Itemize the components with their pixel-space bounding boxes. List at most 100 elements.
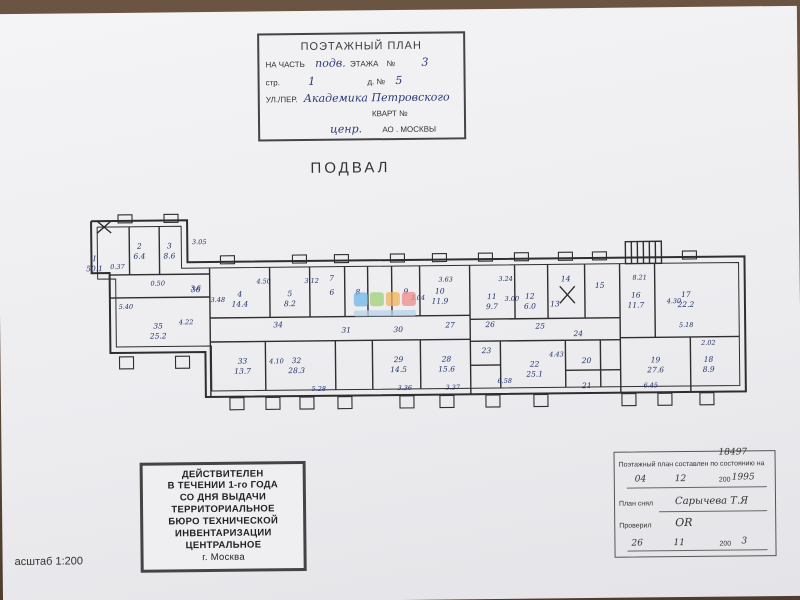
- window-symbol: [299, 396, 315, 410]
- dimension-label: 5.40: [119, 303, 134, 311]
- header-row-quarter: КВАРТ №: [372, 109, 408, 118]
- room-number: 24: [572, 329, 583, 338]
- window-symbol: [163, 213, 179, 224]
- room-number: 14: [561, 274, 571, 283]
- building-label: стр.: [265, 78, 281, 88]
- dimension-label: 4.10: [268, 357, 284, 365]
- room-area: 22.2: [677, 300, 695, 309]
- room-area: 25.2: [149, 331, 167, 340]
- underline: [626, 486, 767, 489]
- street-label: УЛ./ПЕР.: [265, 95, 298, 105]
- window-symbol: [117, 214, 133, 224]
- window-symbol: [657, 392, 673, 406]
- underline: [627, 549, 768, 552]
- window-symbol: [557, 251, 574, 261]
- house-label: д. №: [367, 77, 386, 87]
- room-area: 14.5: [390, 365, 407, 374]
- part-value: подв.: [315, 56, 346, 70]
- window-symbol: [333, 253, 350, 264]
- surveyed-by-label: План снял: [619, 500, 654, 508]
- dimension-label: 3.6: [191, 284, 201, 292]
- room-area: 9.7: [486, 302, 498, 311]
- room-area: 14.4: [232, 300, 249, 309]
- room-number: 5: [287, 289, 292, 298]
- room-number: 17: [681, 290, 691, 299]
- dimension-label: 3.12: [304, 277, 319, 285]
- paper-sheet: ПОЭТАЖНЫЙ ПЛАН НА ЧАСТЬ подв. ЭТАЖА № 3 …: [0, 5, 800, 600]
- room-number: 6: [329, 288, 334, 297]
- window-symbol: [621, 392, 637, 407]
- window-symbol: [265, 396, 281, 410]
- district-value: ценр.: [330, 122, 363, 136]
- window-symbol: [699, 392, 715, 406]
- room-number: 20: [581, 356, 592, 365]
- dimension-label: 5.28: [312, 385, 327, 393]
- district-label: АО . МОСКВЫ: [382, 124, 437, 135]
- room-area: 15.6: [438, 364, 455, 373]
- floor-title: ПОДВАЛ: [310, 159, 391, 177]
- dimension-label: 5.18: [679, 321, 694, 329]
- checked-label: Проверил: [619, 522, 652, 530]
- window-symbol: [174, 355, 191, 369]
- room-area: 11.7: [628, 300, 645, 309]
- floor-num-label: №: [386, 59, 396, 69]
- room-number: 32: [292, 356, 302, 365]
- room-area: 13.7: [234, 367, 251, 376]
- made-day: 04: [634, 474, 647, 485]
- room-number: 7: [329, 274, 334, 283]
- window-symbol: [485, 394, 501, 408]
- window-symbol: [513, 252, 530, 262]
- scale-label: асштаб 1:200: [14, 555, 84, 569]
- building-value: 1: [308, 74, 316, 88]
- dimension-label: 8.21: [632, 273, 647, 281]
- stamp-line: ИНВЕНТАРИЗАЦИИ: [174, 527, 272, 540]
- made-label: Поэтажный план составлен по состоянию на: [618, 460, 765, 469]
- dimension-label: 4.43: [548, 350, 564, 358]
- room-number: 19: [651, 355, 661, 364]
- part-label: НА ЧАСТЬ: [265, 59, 305, 70]
- dimension-label: 4.22: [178, 318, 194, 326]
- header-row-building: стр. 1 д. № 5: [266, 74, 403, 88]
- street-value: Академика Петровского: [303, 90, 450, 105]
- window-symbol: [399, 395, 415, 409]
- window-symbol: [477, 252, 494, 262]
- stamp-line: БЮРО ТЕХНИЧЕСКОЙ: [168, 515, 279, 528]
- room-area: 25.1: [525, 370, 543, 379]
- checked-signature: OR: [675, 515, 693, 530]
- stamp-line: ЦЕНТРАЛЬНОЕ: [185, 539, 262, 552]
- room-area: 8.2: [284, 299, 296, 308]
- stamp-line: В ТЕЧЕНИИ 1-го ГОДА: [167, 479, 279, 492]
- room-number: 16: [631, 290, 641, 299]
- dimension-label: 3.48: [211, 296, 226, 304]
- room-number: I: [92, 254, 97, 263]
- dimension-label: 3.24: [498, 275, 513, 283]
- room-number: 3: [167, 241, 172, 250]
- floor-label: ЭТАЖА: [349, 59, 379, 69]
- window-symbol: [431, 252, 448, 263]
- room-number: 35: [153, 321, 163, 330]
- room-area: 28.3: [287, 366, 305, 375]
- window-symbol: [118, 356, 135, 370]
- room-number: 36: [191, 285, 201, 294]
- room-number: 11: [487, 292, 497, 301]
- quarter-label: КВАРТ №: [371, 108, 408, 119]
- dimension-label: 4.30: [666, 297, 682, 305]
- validity-stamp: ДЕЙСТВИТЕЛЕН В ТЕЧЕНИИ 1-го ГОДА СО ДНЯ …: [139, 460, 307, 573]
- dimension-label: 6.58: [497, 377, 512, 385]
- window-symbol: [681, 250, 698, 260]
- house-value: 5: [395, 73, 403, 88]
- dimension-label: 3.37: [446, 383, 461, 391]
- stamp-line: СО ДНЯ ВЫДАЧИ: [179, 491, 267, 504]
- room-number: 26: [484, 320, 495, 329]
- header-stamp: ПОЭТАЖНЫЙ ПЛАН НА ЧАСТЬ подв. ЭТАЖА № 3 …: [257, 31, 467, 142]
- room-number: 18: [704, 355, 714, 364]
- room-area: 50.1: [86, 264, 103, 273]
- room-number: 34: [273, 320, 283, 329]
- room-number: 23: [481, 346, 492, 355]
- room-number: 29: [393, 355, 404, 364]
- check-year-prefix: 200: [719, 540, 732, 548]
- check-year: 3: [741, 536, 748, 547]
- dimension-label: 3.63: [438, 275, 453, 283]
- window-symbol: [439, 394, 455, 409]
